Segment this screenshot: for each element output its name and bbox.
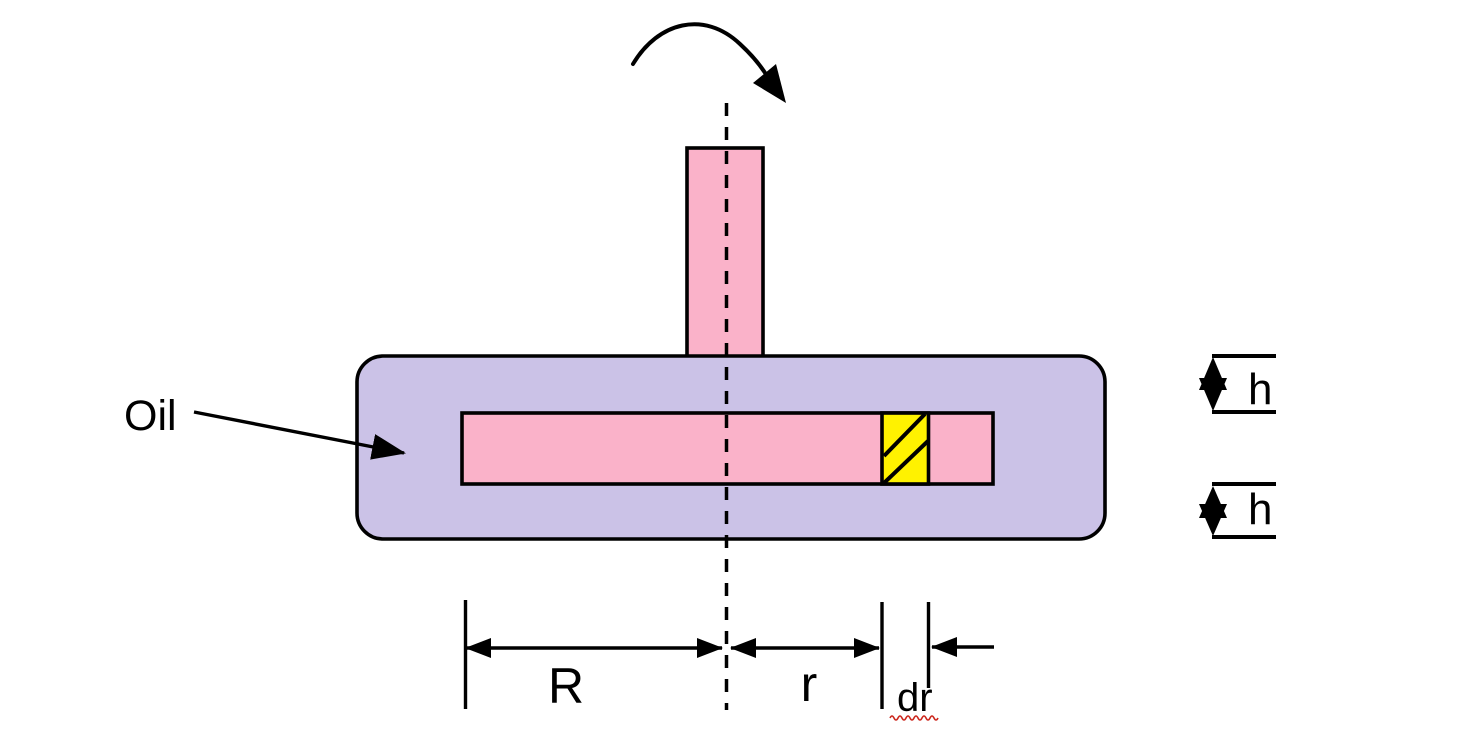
- oil-pointer-arrow: [193, 410, 406, 460]
- hatch-line-2: [882, 439, 930, 485]
- gap-top-label: h: [1248, 365, 1272, 414]
- spellcheck-underline: [889, 715, 939, 721]
- dr-label: dr: [897, 676, 933, 720]
- gap-top-arrow-down-icon: [1199, 378, 1227, 411]
- differential-element: [880, 411, 931, 486]
- gap-bottom-dimension: h: [1199, 482, 1276, 539]
- radius-r-label: r: [801, 656, 818, 712]
- gap-bottom-label: h: [1248, 485, 1272, 534]
- oil-label: Oil: [124, 392, 177, 440]
- rotation-arrow-head-icon: [753, 64, 786, 103]
- radius-R-label: R: [548, 658, 584, 714]
- gap-bottom-arrow-down-icon: [1199, 504, 1227, 536]
- rotation-arrow: [631, 22, 786, 103]
- hatch-line-1: [882, 412, 927, 458]
- gap-top-dimension: h: [1199, 354, 1276, 414]
- rotation-arrow-curve: [631, 22, 769, 78]
